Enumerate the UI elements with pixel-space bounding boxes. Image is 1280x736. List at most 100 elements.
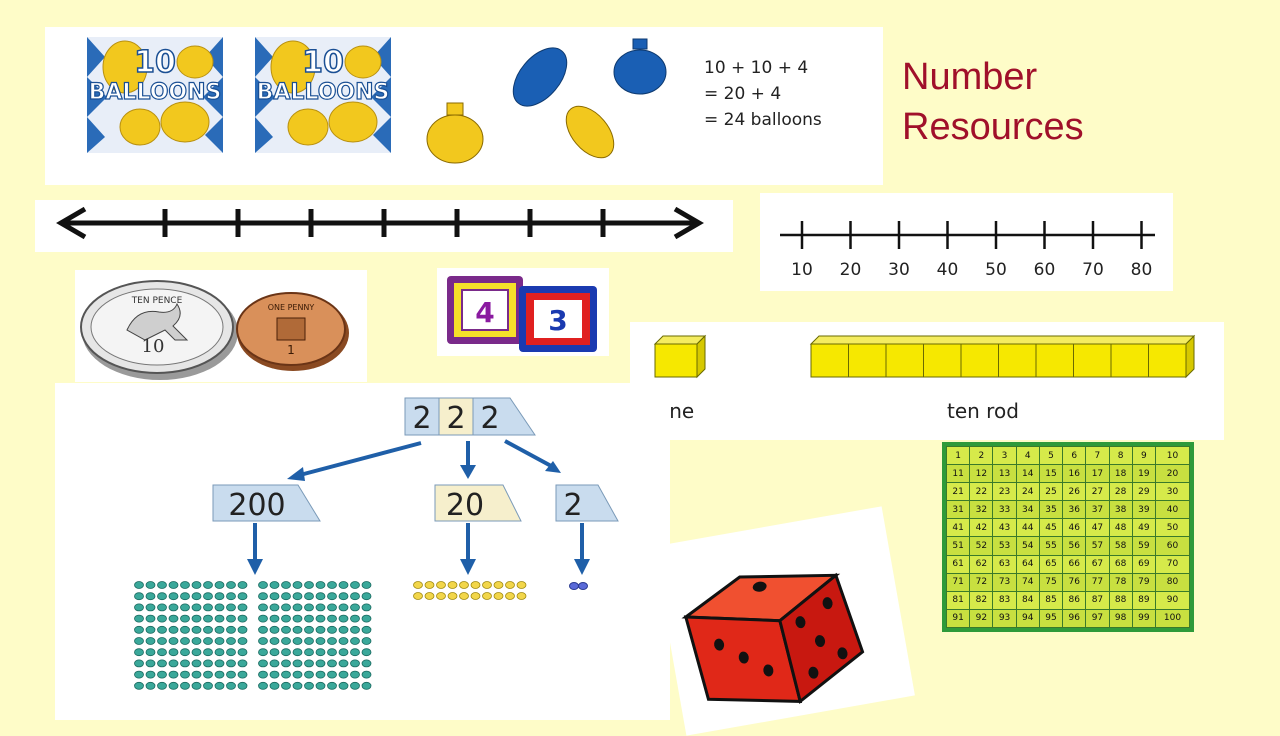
- hundred-cell: 77: [1085, 572, 1110, 592]
- hundreds-value: 200: [228, 488, 285, 523]
- bead: [361, 648, 372, 657]
- hundred-cell: 25: [1038, 482, 1064, 502]
- balloon-box-1: 10 BALLOONS: [87, 37, 223, 153]
- ones-value: 2: [563, 488, 582, 523]
- hundred-cell: 63: [992, 554, 1017, 574]
- hundred-cell: 42: [969, 518, 994, 538]
- bead: [447, 581, 458, 589]
- hundred-cell: 14: [1015, 464, 1040, 484]
- bead: [258, 614, 268, 623]
- bead: [226, 592, 236, 601]
- hundred-cell: 1: [945, 445, 971, 466]
- bead: [145, 625, 156, 634]
- equation-line-3: = 24 balloons: [704, 110, 822, 130]
- bead: [281, 670, 291, 679]
- bead: [145, 581, 156, 589]
- hundred-cell: 86: [1062, 590, 1087, 610]
- bead: [361, 637, 372, 645]
- bead: [237, 637, 248, 645]
- hundred-cell: 37: [1085, 500, 1110, 520]
- bead: [145, 659, 156, 668]
- bead: [258, 581, 268, 589]
- tick-label: 60: [1034, 260, 1056, 280]
- hundred-cell: 79: [1131, 572, 1156, 592]
- hundred-cell: 51: [945, 536, 971, 556]
- bead: [157, 637, 167, 645]
- beads-ones: [569, 582, 588, 590]
- bead: [470, 581, 481, 589]
- hundred-cell: 36: [1062, 500, 1087, 520]
- beads-tens: [413, 581, 527, 600]
- card-4: 4: [447, 276, 523, 344]
- bead: [424, 581, 435, 589]
- bead: [327, 625, 337, 634]
- bead: [203, 603, 213, 612]
- bead: [134, 614, 144, 623]
- place-value-panel: 2 2 2 200 20 2: [55, 383, 670, 720]
- bead: [157, 614, 167, 623]
- bead: [292, 681, 303, 690]
- bead: [338, 603, 349, 612]
- rod-cube: [848, 343, 887, 378]
- bead: [191, 681, 202, 690]
- bead: [214, 637, 225, 645]
- bead: [168, 659, 179, 668]
- bead: [203, 592, 213, 601]
- hundred-cell: 53: [992, 536, 1017, 556]
- bead: [134, 625, 144, 634]
- bead: [470, 592, 481, 600]
- rod-cube: [1110, 343, 1149, 378]
- hundred-cell: 47: [1085, 518, 1110, 538]
- tick-label: 80: [1131, 260, 1153, 280]
- bead: [327, 614, 337, 623]
- bead: [226, 603, 236, 612]
- bead: [281, 603, 291, 612]
- bead: [269, 603, 280, 612]
- bead: [203, 681, 213, 690]
- hundred-cell: 28: [1108, 482, 1133, 502]
- ones-box: 2: [555, 484, 619, 523]
- ten-pence-coin: TEN PENCE 10: [80, 280, 238, 380]
- bead: [226, 648, 236, 657]
- one-penny-text: ONE PENNY: [268, 303, 315, 312]
- bead: [269, 659, 280, 668]
- bead: [292, 603, 303, 612]
- hundred-cell: 84: [1015, 590, 1040, 610]
- bead: [350, 625, 360, 634]
- title-line-2: Resources: [902, 106, 1084, 148]
- bead: [350, 648, 360, 657]
- bead: [304, 648, 314, 657]
- base-ten-panel: one ten rod: [630, 322, 1224, 440]
- bead: [237, 603, 248, 612]
- hundred-cell: 30: [1154, 482, 1191, 502]
- bead: [338, 592, 349, 601]
- hundred-cell: 94: [1015, 608, 1040, 629]
- bead: [338, 637, 349, 645]
- bead: [191, 670, 202, 679]
- bead: [304, 637, 314, 645]
- bead: [134, 648, 144, 657]
- bead: [168, 603, 179, 612]
- tick-label: 50: [985, 260, 1007, 280]
- bead: [516, 581, 527, 589]
- bead: [237, 670, 248, 679]
- bead: [157, 581, 167, 589]
- bead: [315, 603, 326, 612]
- hundred-cell: 82: [969, 590, 994, 610]
- bead: [350, 659, 360, 668]
- bead: [292, 625, 303, 634]
- bead: [258, 648, 268, 657]
- bead: [350, 681, 360, 690]
- bead: [327, 637, 337, 645]
- hundred-cell: 13: [992, 464, 1017, 484]
- bead: [226, 581, 236, 589]
- unit-cube: [653, 334, 707, 379]
- tick-label: 40: [937, 260, 959, 280]
- blank-ticks: [162, 209, 606, 237]
- bead: [157, 681, 167, 690]
- bead: [180, 681, 190, 690]
- bead: [269, 614, 280, 623]
